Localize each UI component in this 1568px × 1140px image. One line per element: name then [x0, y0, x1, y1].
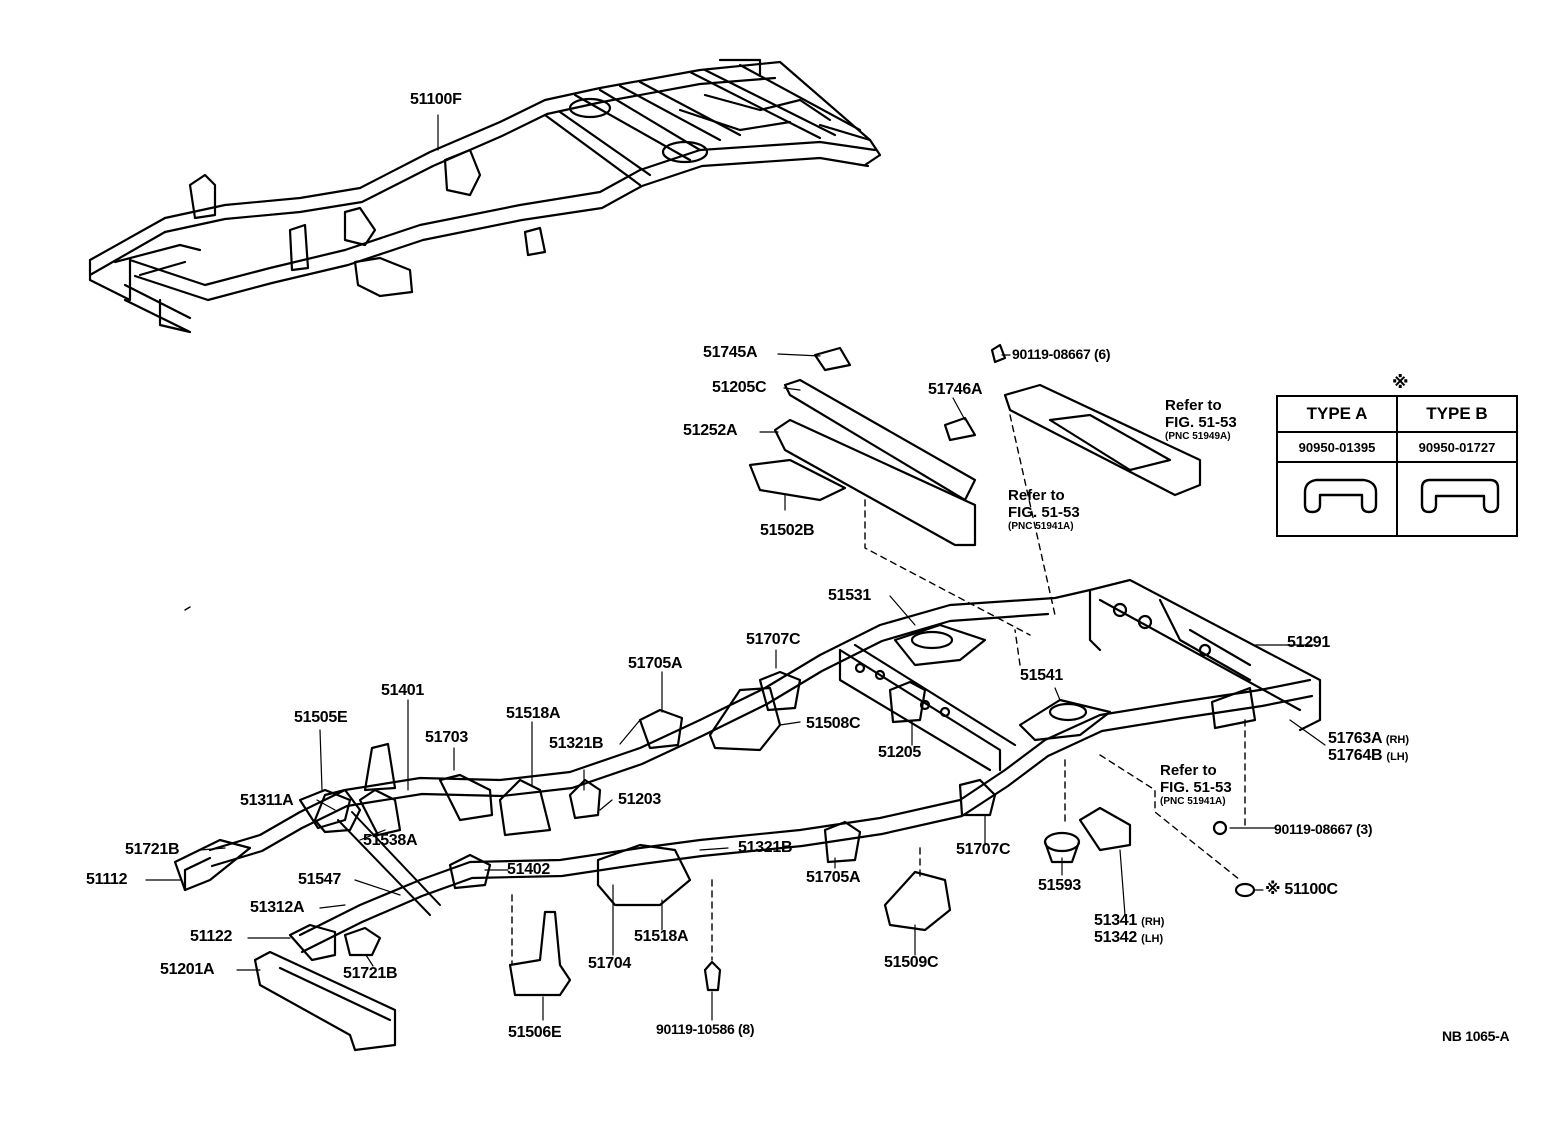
label-51201A: 51201A [160, 961, 215, 978]
label-51705A-top: 51705A [628, 655, 683, 672]
label-51746A: 51746A [928, 381, 983, 398]
label-51112: 51112 [86, 871, 128, 888]
assembled-frame-51100F [88, 58, 882, 334]
type-a-part-number: 90950-01395 [1276, 431, 1398, 463]
label-51541: 51541 [1020, 667, 1063, 684]
label-51703: 51703 [425, 729, 468, 746]
asterisk-mark: ※ [1392, 373, 1409, 392]
label-90119-08667-6: 90119-08667 (6) [1012, 346, 1111, 362]
clip-type-table: TYPE A TYPE B 90950-01395 90950-01727 [1276, 395, 1518, 537]
label-51100C: ※ 51100C [1265, 881, 1338, 898]
label-51721B-left: 51721B [125, 841, 180, 858]
label-51518A-bot: 51518A [634, 928, 689, 945]
label-51291: 51291 [1287, 634, 1330, 651]
refer-note-51941A-lower: Refer to FIG. 51-53 (PNC 51941A) [1160, 762, 1232, 807]
label-51506E: 51506E [508, 1024, 562, 1041]
label-51505E: 51505E [294, 709, 348, 726]
label-51763A: 51763A (RH) [1328, 730, 1410, 747]
label-51312A: 51312A [250, 899, 305, 916]
type-a-clip-shape [1276, 461, 1398, 537]
label-51402: 51402 [507, 861, 550, 878]
dashed-assembly-lines [184, 414, 1246, 966]
label-51401: 51401 [381, 682, 424, 699]
label-51704: 51704 [588, 955, 631, 972]
label-51745A: 51745A [703, 344, 758, 361]
label-51321B-top: 51321B [549, 735, 604, 752]
label-51538A: 51538A [363, 832, 418, 849]
label-51252A: 51252A [683, 422, 738, 439]
type-a-header: TYPE A [1276, 395, 1398, 433]
label-51547: 51547 [298, 871, 341, 888]
label-51502B: 51502B [760, 522, 815, 539]
label-90119-08667-3: 90119-08667 (3) [1274, 821, 1373, 837]
label-51707C-top: 51707C [746, 631, 801, 648]
label-51203: 51203 [618, 791, 661, 808]
label-51707C-right: 51707C [956, 841, 1011, 858]
refer-note-51941A-upper: Refer to FIG. 51-53 (PNC 51941A) [1008, 487, 1080, 532]
label-51508C: 51508C [806, 715, 861, 732]
label-51321B-mid: 51321B [738, 839, 793, 856]
diagram-reference-code: NB 1065-A [1442, 1028, 1510, 1044]
label-51593: 51593 [1038, 877, 1081, 894]
label-51342: 51342 (LH) [1094, 929, 1164, 946]
label-51764B: 51764B (LH) [1328, 747, 1409, 764]
label-51205C: 51205C [712, 379, 767, 396]
type-b-part-number: 90950-01727 [1396, 431, 1518, 463]
label-51100F: 51100F [410, 91, 462, 108]
leader-lines [145, 114, 1326, 1021]
label-51705A-bot: 51705A [806, 869, 861, 886]
label-51122: 51122 [190, 928, 233, 945]
refer-note-51949A: Refer to FIG. 51-53 (PNC 51949A) [1165, 397, 1237, 442]
type-b-header: TYPE B [1396, 395, 1518, 433]
type-b-clip-shape [1396, 461, 1518, 537]
label-51341: 51341 (RH) [1094, 912, 1165, 929]
label-51518A-top: 51518A [506, 705, 561, 722]
label-51311A: 51311A [240, 792, 294, 809]
label-51721B-bot: 51721B [343, 965, 398, 982]
label-51509C: 51509C [884, 954, 939, 971]
label-51205: 51205 [878, 744, 921, 761]
label-90119-10586-8: 90119-10586 (8) [656, 1021, 755, 1037]
label-51531: 51531 [828, 587, 871, 604]
